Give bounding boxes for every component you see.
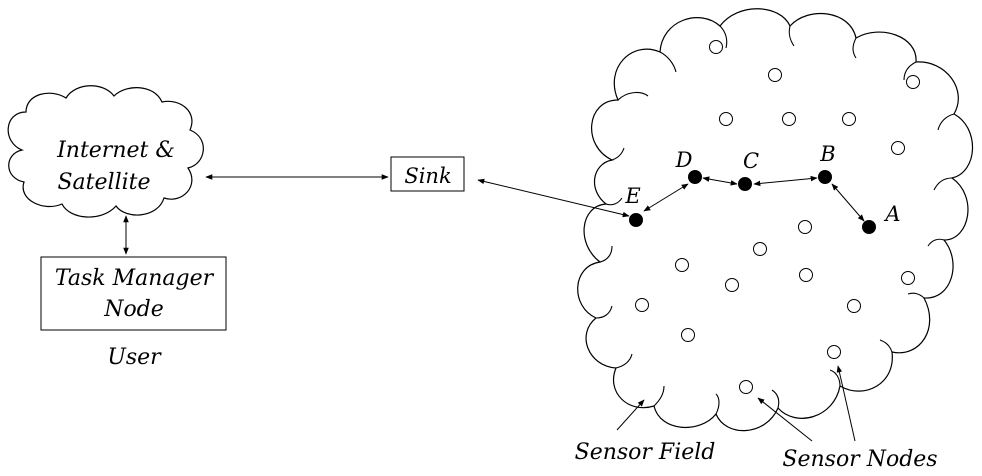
sensor-nodes-pointer-left (757, 397, 813, 442)
internet-cloud (7, 85, 204, 218)
sensor-node (799, 268, 813, 282)
path-node-e (629, 213, 643, 227)
sensor-field-cloud (577, 8, 974, 432)
sensor-node (709, 40, 723, 54)
path-node-b (818, 170, 832, 184)
path-node-d-label: D (675, 148, 693, 172)
path-node-e-label: E (624, 184, 640, 208)
sensor-node (681, 328, 695, 342)
user-label: User (107, 345, 162, 370)
task-manager-box (40, 256, 227, 331)
c-b-link (753, 175, 818, 187)
path-node-c (738, 177, 752, 191)
sensor-node (753, 242, 767, 256)
task-manager-label-line1: Task Manager (55, 266, 215, 291)
sensor-node (901, 271, 915, 285)
sensor-field-pointer (616, 399, 645, 431)
idle-sensor-nodes (635, 40, 920, 394)
sensor-node (798, 220, 812, 234)
sensor-node (827, 345, 841, 359)
sensor-node (847, 299, 861, 313)
d-c-link (702, 176, 738, 186)
sensor-field-label: Sensor Field (575, 440, 716, 465)
sink-box (390, 156, 465, 192)
sensor-node (782, 112, 796, 126)
sensor-nodes-pointer-right (836, 365, 856, 442)
path-node-a-label: A (883, 202, 900, 226)
sensor-node (635, 298, 649, 312)
internet-label-line2: Satellite (57, 170, 150, 195)
active-path-nodes (629, 170, 876, 234)
sensor-node (675, 258, 689, 272)
sensor-node (725, 278, 739, 292)
sensor-node (891, 141, 905, 155)
sink-label: Sink (404, 164, 451, 188)
sensor-node (739, 380, 753, 394)
sensor-node (906, 75, 920, 89)
path-node-a (862, 220, 876, 234)
path-node-b-label: B (819, 142, 835, 166)
sink-e-link (477, 178, 630, 218)
e-d-link (643, 183, 689, 212)
path-node-c-label: C (743, 149, 759, 173)
sensor-node (842, 112, 856, 126)
task-manager-label-line2: Node (103, 297, 164, 322)
sensor-node (768, 68, 782, 82)
b-a-link (831, 183, 865, 222)
sensor-node (719, 112, 733, 126)
sensor-nodes-label: Sensor Nodes (782, 447, 937, 472)
path-node-d (688, 170, 702, 184)
internet-label-line1: Internet & (56, 138, 175, 163)
